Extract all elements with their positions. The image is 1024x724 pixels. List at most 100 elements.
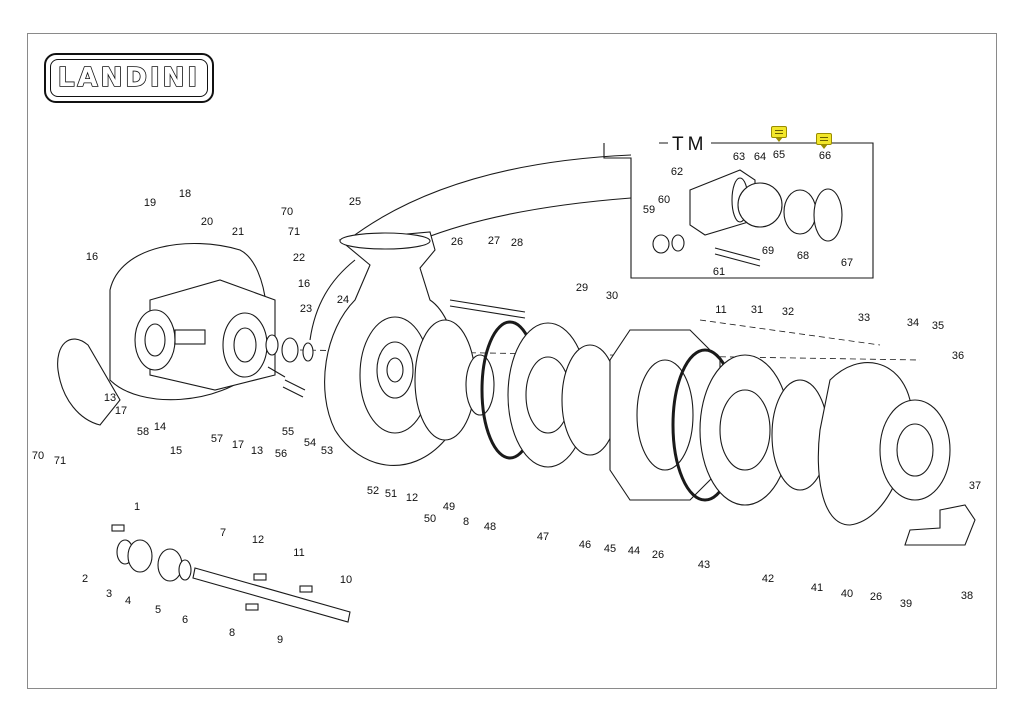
leader-curve-lower bbox=[309, 259, 356, 341]
shaft-assembly bbox=[111, 524, 351, 623]
tm-detail-box bbox=[603, 142, 874, 279]
callout-56[interactable]: 56 bbox=[274, 448, 288, 460]
callout-14[interactable]: 14 bbox=[153, 421, 167, 433]
callout-24[interactable]: 24 bbox=[336, 294, 350, 306]
callout-71-top[interactable]: 71 bbox=[287, 226, 301, 238]
callout-2[interactable]: 2 bbox=[81, 573, 89, 585]
callout-59[interactable]: 59 bbox=[642, 204, 656, 216]
callout-26-top[interactable]: 26 bbox=[450, 236, 464, 248]
callout-44[interactable]: 44 bbox=[627, 545, 641, 557]
callout-3[interactable]: 3 bbox=[105, 588, 113, 600]
callout-38[interactable]: 38 bbox=[960, 590, 974, 602]
callout-34[interactable]: 34 bbox=[906, 317, 920, 329]
callout-36[interactable]: 36 bbox=[951, 350, 965, 362]
callout-57[interactable]: 57 bbox=[210, 433, 224, 445]
callout-13[interactable]: 13 bbox=[250, 445, 264, 457]
callout-12-shaft[interactable]: 12 bbox=[251, 534, 265, 546]
callout-8-shaft[interactable]: 8 bbox=[228, 627, 236, 639]
coupling-parts bbox=[265, 334, 314, 398]
callout-60[interactable]: 60 bbox=[657, 194, 671, 206]
callout-46[interactable]: 46 bbox=[578, 539, 592, 551]
callout-23[interactable]: 23 bbox=[299, 303, 313, 315]
callout-42[interactable]: 42 bbox=[761, 573, 775, 585]
callout-58[interactable]: 58 bbox=[136, 426, 150, 438]
callout-13-left[interactable]: 13 bbox=[103, 392, 117, 404]
callout-10[interactable]: 10 bbox=[339, 574, 353, 586]
callout-61[interactable]: 61 bbox=[712, 266, 726, 278]
logo-text: LANDINI bbox=[57, 62, 201, 94]
callout-70[interactable]: 70 bbox=[31, 450, 45, 462]
callout-4[interactable]: 4 bbox=[124, 595, 132, 607]
callout-49[interactable]: 49 bbox=[442, 501, 456, 513]
callout-28[interactable]: 28 bbox=[510, 237, 524, 249]
callout-19[interactable]: 19 bbox=[143, 197, 157, 209]
callout-50[interactable]: 50 bbox=[423, 513, 437, 525]
callout-47[interactable]: 47 bbox=[536, 531, 550, 543]
callout-7[interactable]: 7 bbox=[219, 527, 227, 539]
pump-stages bbox=[414, 319, 951, 526]
callout-39[interactable]: 39 bbox=[899, 598, 913, 610]
support-bracket bbox=[904, 504, 976, 546]
mechanical-seal-detail bbox=[652, 169, 843, 267]
callout-40[interactable]: 40 bbox=[840, 588, 854, 600]
callout-33[interactable]: 33 bbox=[857, 312, 871, 324]
callout-16[interactable]: 16 bbox=[297, 278, 311, 290]
callout-22[interactable]: 22 bbox=[292, 252, 306, 264]
callout-55[interactable]: 55 bbox=[281, 426, 295, 438]
callout-29[interactable]: 29 bbox=[575, 282, 589, 294]
callout-6[interactable]: 6 bbox=[181, 614, 189, 626]
callout-26-right[interactable]: 26 bbox=[869, 591, 883, 603]
callout-17[interactable]: 17 bbox=[231, 439, 245, 451]
callout-67[interactable]: 67 bbox=[840, 257, 854, 269]
callout-71[interactable]: 71 bbox=[53, 455, 67, 467]
callout-21[interactable]: 21 bbox=[231, 226, 245, 238]
callout-18[interactable]: 18 bbox=[178, 188, 192, 200]
callout-11[interactable]: 11 bbox=[715, 304, 727, 316]
callout-53[interactable]: 53 bbox=[320, 445, 334, 457]
callout-20[interactable]: 20 bbox=[200, 216, 214, 228]
leader-curve-top bbox=[347, 154, 632, 241]
callout-17-left[interactable]: 17 bbox=[114, 405, 128, 417]
callout-48[interactable]: 48 bbox=[483, 521, 497, 533]
callout-11-shaft[interactable]: 11 bbox=[293, 547, 305, 559]
callout-27[interactable]: 27 bbox=[487, 235, 501, 247]
drawing-border bbox=[27, 33, 997, 689]
callout-68[interactable]: 68 bbox=[796, 250, 810, 262]
callout-25[interactable]: 25 bbox=[348, 196, 362, 208]
callout-43[interactable]: 43 bbox=[697, 559, 711, 571]
callout-15[interactable]: 15 bbox=[169, 445, 183, 457]
callout-37[interactable]: 37 bbox=[968, 480, 982, 492]
callout-45[interactable]: 45 bbox=[603, 543, 617, 555]
callout-41[interactable]: 41 bbox=[810, 582, 824, 594]
tm-group-title: TM bbox=[668, 134, 712, 156]
dashed-guide bbox=[699, 319, 881, 346]
callout-35[interactable]: 35 bbox=[931, 320, 945, 332]
bearing-housing bbox=[57, 242, 276, 426]
callout-52[interactable]: 52 bbox=[366, 485, 380, 497]
callout-66[interactable]: 66 bbox=[818, 150, 832, 162]
callout-9[interactable]: 9 bbox=[276, 634, 284, 646]
note-icon-66[interactable] bbox=[816, 133, 832, 149]
tie-rod bbox=[449, 299, 526, 319]
callout-54[interactable]: 54 bbox=[303, 437, 317, 449]
callout-64[interactable]: 64 bbox=[753, 151, 767, 163]
callout-8[interactable]: 8 bbox=[462, 516, 470, 528]
logo-inner-border: LANDINI bbox=[50, 59, 208, 97]
callout-30[interactable]: 30 bbox=[605, 290, 619, 302]
note-icon-65[interactable] bbox=[771, 126, 787, 142]
callout-65[interactable]: 65 bbox=[772, 149, 786, 161]
leader-curve-mid bbox=[419, 197, 632, 241]
callout-5[interactable]: 5 bbox=[154, 604, 162, 616]
callout-69[interactable]: 69 bbox=[761, 245, 775, 257]
callout-12[interactable]: 12 bbox=[405, 492, 419, 504]
callout-32[interactable]: 32 bbox=[781, 306, 795, 318]
callout-31[interactable]: 31 bbox=[750, 304, 764, 316]
callout-70-top[interactable]: 70 bbox=[280, 206, 294, 218]
callout-51[interactable]: 51 bbox=[384, 488, 398, 500]
callout-1[interactable]: 1 bbox=[133, 501, 141, 513]
callout-63[interactable]: 63 bbox=[732, 151, 746, 163]
callout-26-mid[interactable]: 26 bbox=[651, 549, 665, 561]
callout-62[interactable]: 62 bbox=[670, 166, 684, 178]
callout-16-left[interactable]: 16 bbox=[85, 251, 99, 263]
